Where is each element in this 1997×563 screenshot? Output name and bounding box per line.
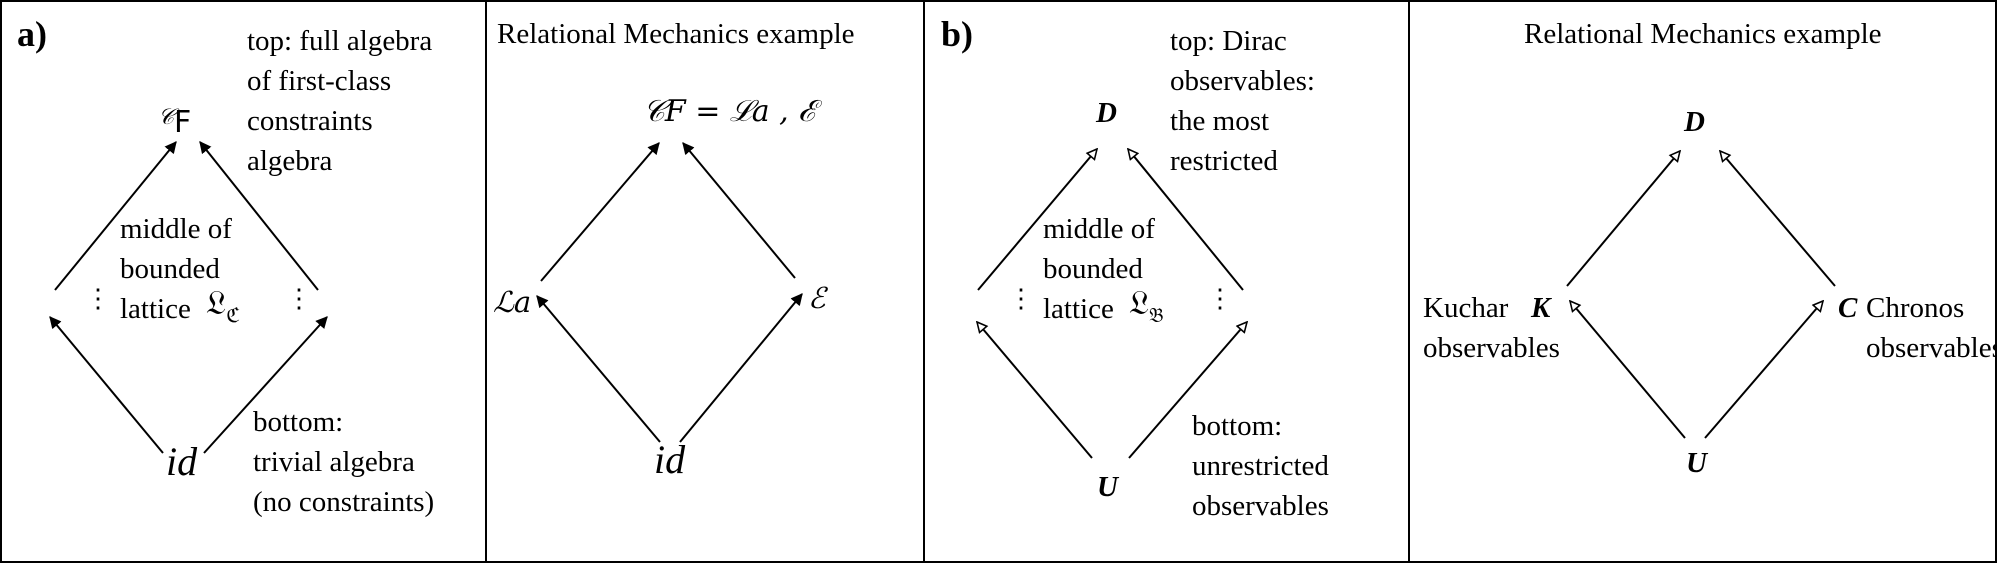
vdots-icon: ⋮	[1008, 284, 1034, 314]
panel-a-example-left-node: ℒa	[493, 285, 532, 319]
edge-arrow	[199, 141, 319, 291]
panel-b-top-node: D	[1096, 97, 1117, 129]
lattice-letter: 𝔏	[1129, 285, 1150, 322]
panel-a-example-bottom-node: id	[654, 437, 686, 482]
panel-a-edges	[49, 141, 328, 454]
edge-arrow	[203, 316, 328, 454]
edge-arrow	[977, 149, 1097, 291]
lattice-letter: 𝔏	[206, 285, 227, 322]
vdots-icon: ⋮	[1207, 284, 1233, 314]
panel-a-example-top-node: 𝒞F = ℒa , ℰ	[643, 94, 816, 129]
vdots-icon: ⋮	[286, 284, 312, 314]
lattice-subscript: ℭ	[226, 305, 241, 327]
edge-arrow	[54, 141, 177, 291]
edge-arrow	[1128, 149, 1244, 291]
panel-b-lattice-symbol: 𝔏𝔅	[1129, 284, 1164, 336]
edge-arrow	[49, 316, 164, 454]
panel-b-bottom-node: U	[1097, 471, 1118, 503]
lattice-subscript: 𝔅	[1149, 305, 1164, 327]
panel-a-top-note: top: full algebra of first-class constra…	[247, 25, 433, 177]
panel-b-bottom-note: bottom: unrestricted observables	[1192, 410, 1329, 522]
panel-b-example-bottom-node: U	[1686, 447, 1707, 479]
panel-a-label: a)	[17, 14, 47, 54]
edge-arrow	[1128, 322, 1247, 459]
panel-b-example-title: Relational Mechanics example	[1524, 18, 1882, 50]
right-label-text: Chronos observables	[1866, 292, 1997, 364]
panel-a-lattice-symbol: 𝔏ℭ	[206, 284, 240, 336]
edge-arrow	[536, 295, 661, 443]
edge-arrow	[1570, 301, 1686, 439]
top-node-letter: F	[174, 105, 192, 140]
vdots-icon: ⋮	[85, 284, 111, 314]
edge-arrow	[679, 293, 803, 443]
panel-a-top-node: 𝒞F	[158, 98, 191, 143]
panel-b-edges	[977, 149, 1247, 459]
panel-b-example-right-label: Chronos observables	[1830, 288, 1997, 368]
panel-b-example-left-label: Kuchar observables	[1423, 292, 1560, 364]
edge-arrow	[1704, 301, 1823, 439]
top-node-script: 𝒞	[158, 105, 175, 130]
panel-b-example-left-node: K	[1531, 292, 1551, 324]
edge-arrow	[540, 142, 660, 282]
panel-b-example-right-node: C	[1838, 292, 1858, 324]
panel-a-bottom-node: id	[166, 439, 198, 484]
panel-b-label: b)	[941, 14, 974, 54]
panel-b-top-note: top: Dirac observables: the most restric…	[1170, 25, 1315, 177]
panel-b-example-edges	[1566, 151, 1836, 439]
panel-a-example-edges	[536, 142, 803, 443]
panel-b-middle-note: middle of bounded lattice	[1043, 213, 1155, 325]
panel-a-bottom-note: bottom: trivial algebra (no constraints)	[253, 406, 435, 518]
panel-b-example-top-node: D	[1684, 106, 1705, 138]
edge-arrow	[1720, 151, 1836, 287]
edge-arrow	[1566, 151, 1680, 287]
edge-arrow	[977, 322, 1093, 459]
panel-a-middle-note: middle of bounded lattice	[120, 213, 232, 325]
panel-a-example-title: Relational Mechanics example	[497, 18, 855, 50]
edge-arrow	[682, 142, 796, 279]
panel-a-example-right-node: ℰ	[808, 281, 826, 315]
